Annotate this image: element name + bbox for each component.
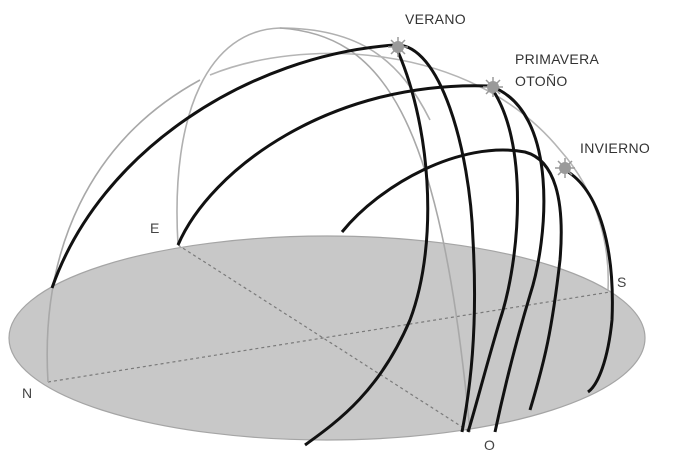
- season-labels: VERANO PRIMAVERA OTOÑO INVIERNO: [405, 11, 650, 156]
- great-circle-arc: [279, 27, 471, 433]
- ground-ellipse: [8, 235, 646, 441]
- spring-label: PRIMAVERA: [515, 51, 599, 67]
- outer-right-arc: [564, 168, 614, 394]
- west-label: O: [484, 437, 495, 452]
- sun-icon: [388, 37, 408, 57]
- sun-icon: [483, 77, 503, 97]
- ground-plane: [8, 235, 646, 441]
- path-descent-1: [304, 44, 430, 447]
- winter-label: INVIERNO: [580, 140, 650, 156]
- sun-icon: [555, 158, 575, 178]
- cardinal-labels: N E S O: [22, 220, 626, 452]
- autumn-label: OTOÑO: [515, 73, 568, 89]
- sun-markers: [388, 37, 575, 178]
- south-label: S: [617, 274, 626, 290]
- east-west-axis: [177, 244, 471, 433]
- winter-arc: [340, 148, 563, 411]
- horizon-meridian-arc: [209, 52, 610, 291]
- celestial-arcs-back: [176, 27, 610, 291]
- path-descent-2: [466, 85, 519, 433]
- north-label: N: [22, 385, 32, 401]
- north-south-axis: [47, 291, 611, 383]
- equinox-sun-path: [176, 84, 546, 433]
- meridian-arc-front: [46, 79, 201, 383]
- celestial-arcs-front: [46, 27, 471, 433]
- sun-paths: [50, 43, 614, 447]
- summer-label: VERANO: [405, 11, 466, 27]
- summer-sun-path: [50, 43, 477, 433]
- east-label: E: [150, 220, 159, 236]
- meridian-arc-back: [176, 27, 431, 246]
